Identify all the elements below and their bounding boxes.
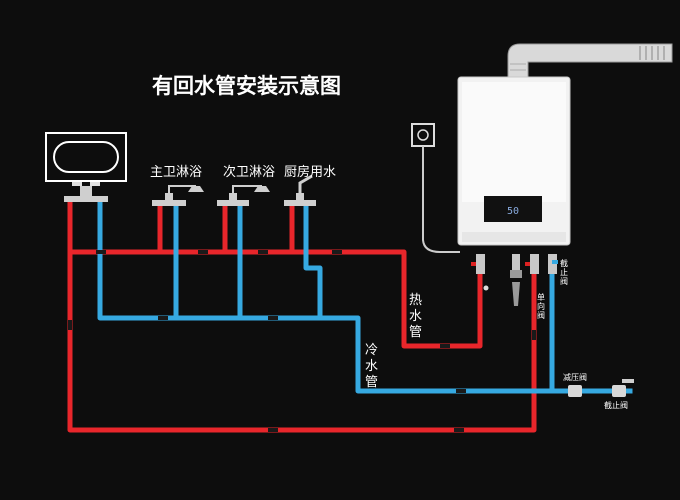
main-shutoff-valve-label: 截止阀 bbox=[604, 400, 628, 410]
svg-text:阀: 阀 bbox=[537, 311, 545, 320]
svg-text:水: 水 bbox=[365, 359, 378, 374]
master-shower-icon bbox=[152, 185, 204, 206]
pipe-joints bbox=[68, 250, 536, 432]
pressure-reducing-valve-icon bbox=[568, 385, 582, 397]
water-heater: 50 bbox=[457, 76, 571, 246]
bathtub-faucet-icon bbox=[64, 182, 108, 202]
hot-outlet-valve-icon bbox=[471, 254, 489, 291]
diagram-title: 有回水管安装示意图 bbox=[152, 74, 341, 98]
svg-text:水: 水 bbox=[409, 309, 422, 324]
svg-text:管: 管 bbox=[409, 325, 422, 340]
svg-text:阀: 阀 bbox=[560, 277, 568, 286]
svg-text:管: 管 bbox=[365, 375, 378, 390]
cold-water-pipes bbox=[97, 197, 633, 394]
svg-text:向: 向 bbox=[537, 301, 545, 311]
fixture-label-second-shower: 次卫淋浴 bbox=[223, 164, 275, 180]
power-socket bbox=[411, 123, 460, 253]
check-valve-icon bbox=[510, 254, 522, 306]
shutoff-valve-vertical-label: 截 止 阀 bbox=[560, 258, 568, 286]
fixture-label-master-shower: 主卫淋浴 bbox=[150, 165, 202, 180]
hot-water-pipes bbox=[67, 197, 537, 433]
check-valve-label: 单 向 阀 bbox=[537, 292, 545, 320]
svg-text:单: 单 bbox=[537, 292, 545, 302]
fixture-label-kitchen: 厨房用水 bbox=[284, 164, 336, 180]
kitchen-faucet-icon bbox=[284, 174, 316, 206]
svg-text:截: 截 bbox=[560, 258, 568, 268]
cold-inlet-shutoff-valve-icon bbox=[548, 254, 558, 274]
svg-text:热: 热 bbox=[409, 293, 422, 308]
heater-display: 50 bbox=[507, 206, 519, 217]
svg-text:止: 止 bbox=[560, 267, 568, 277]
bathtub-icon bbox=[45, 132, 127, 182]
pressure-reducing-valve-label: 减压阀 bbox=[563, 372, 587, 382]
main-shutoff-valve-icon bbox=[612, 379, 634, 397]
return-inlet-valve-icon bbox=[525, 254, 539, 274]
svg-text:冷: 冷 bbox=[365, 343, 378, 358]
hot-pipe-label: 热 水 管 bbox=[409, 293, 422, 340]
flue-pipe bbox=[507, 43, 673, 81]
cold-pipe-label: 冷 水 管 bbox=[365, 343, 378, 390]
second-shower-icon bbox=[217, 185, 270, 206]
